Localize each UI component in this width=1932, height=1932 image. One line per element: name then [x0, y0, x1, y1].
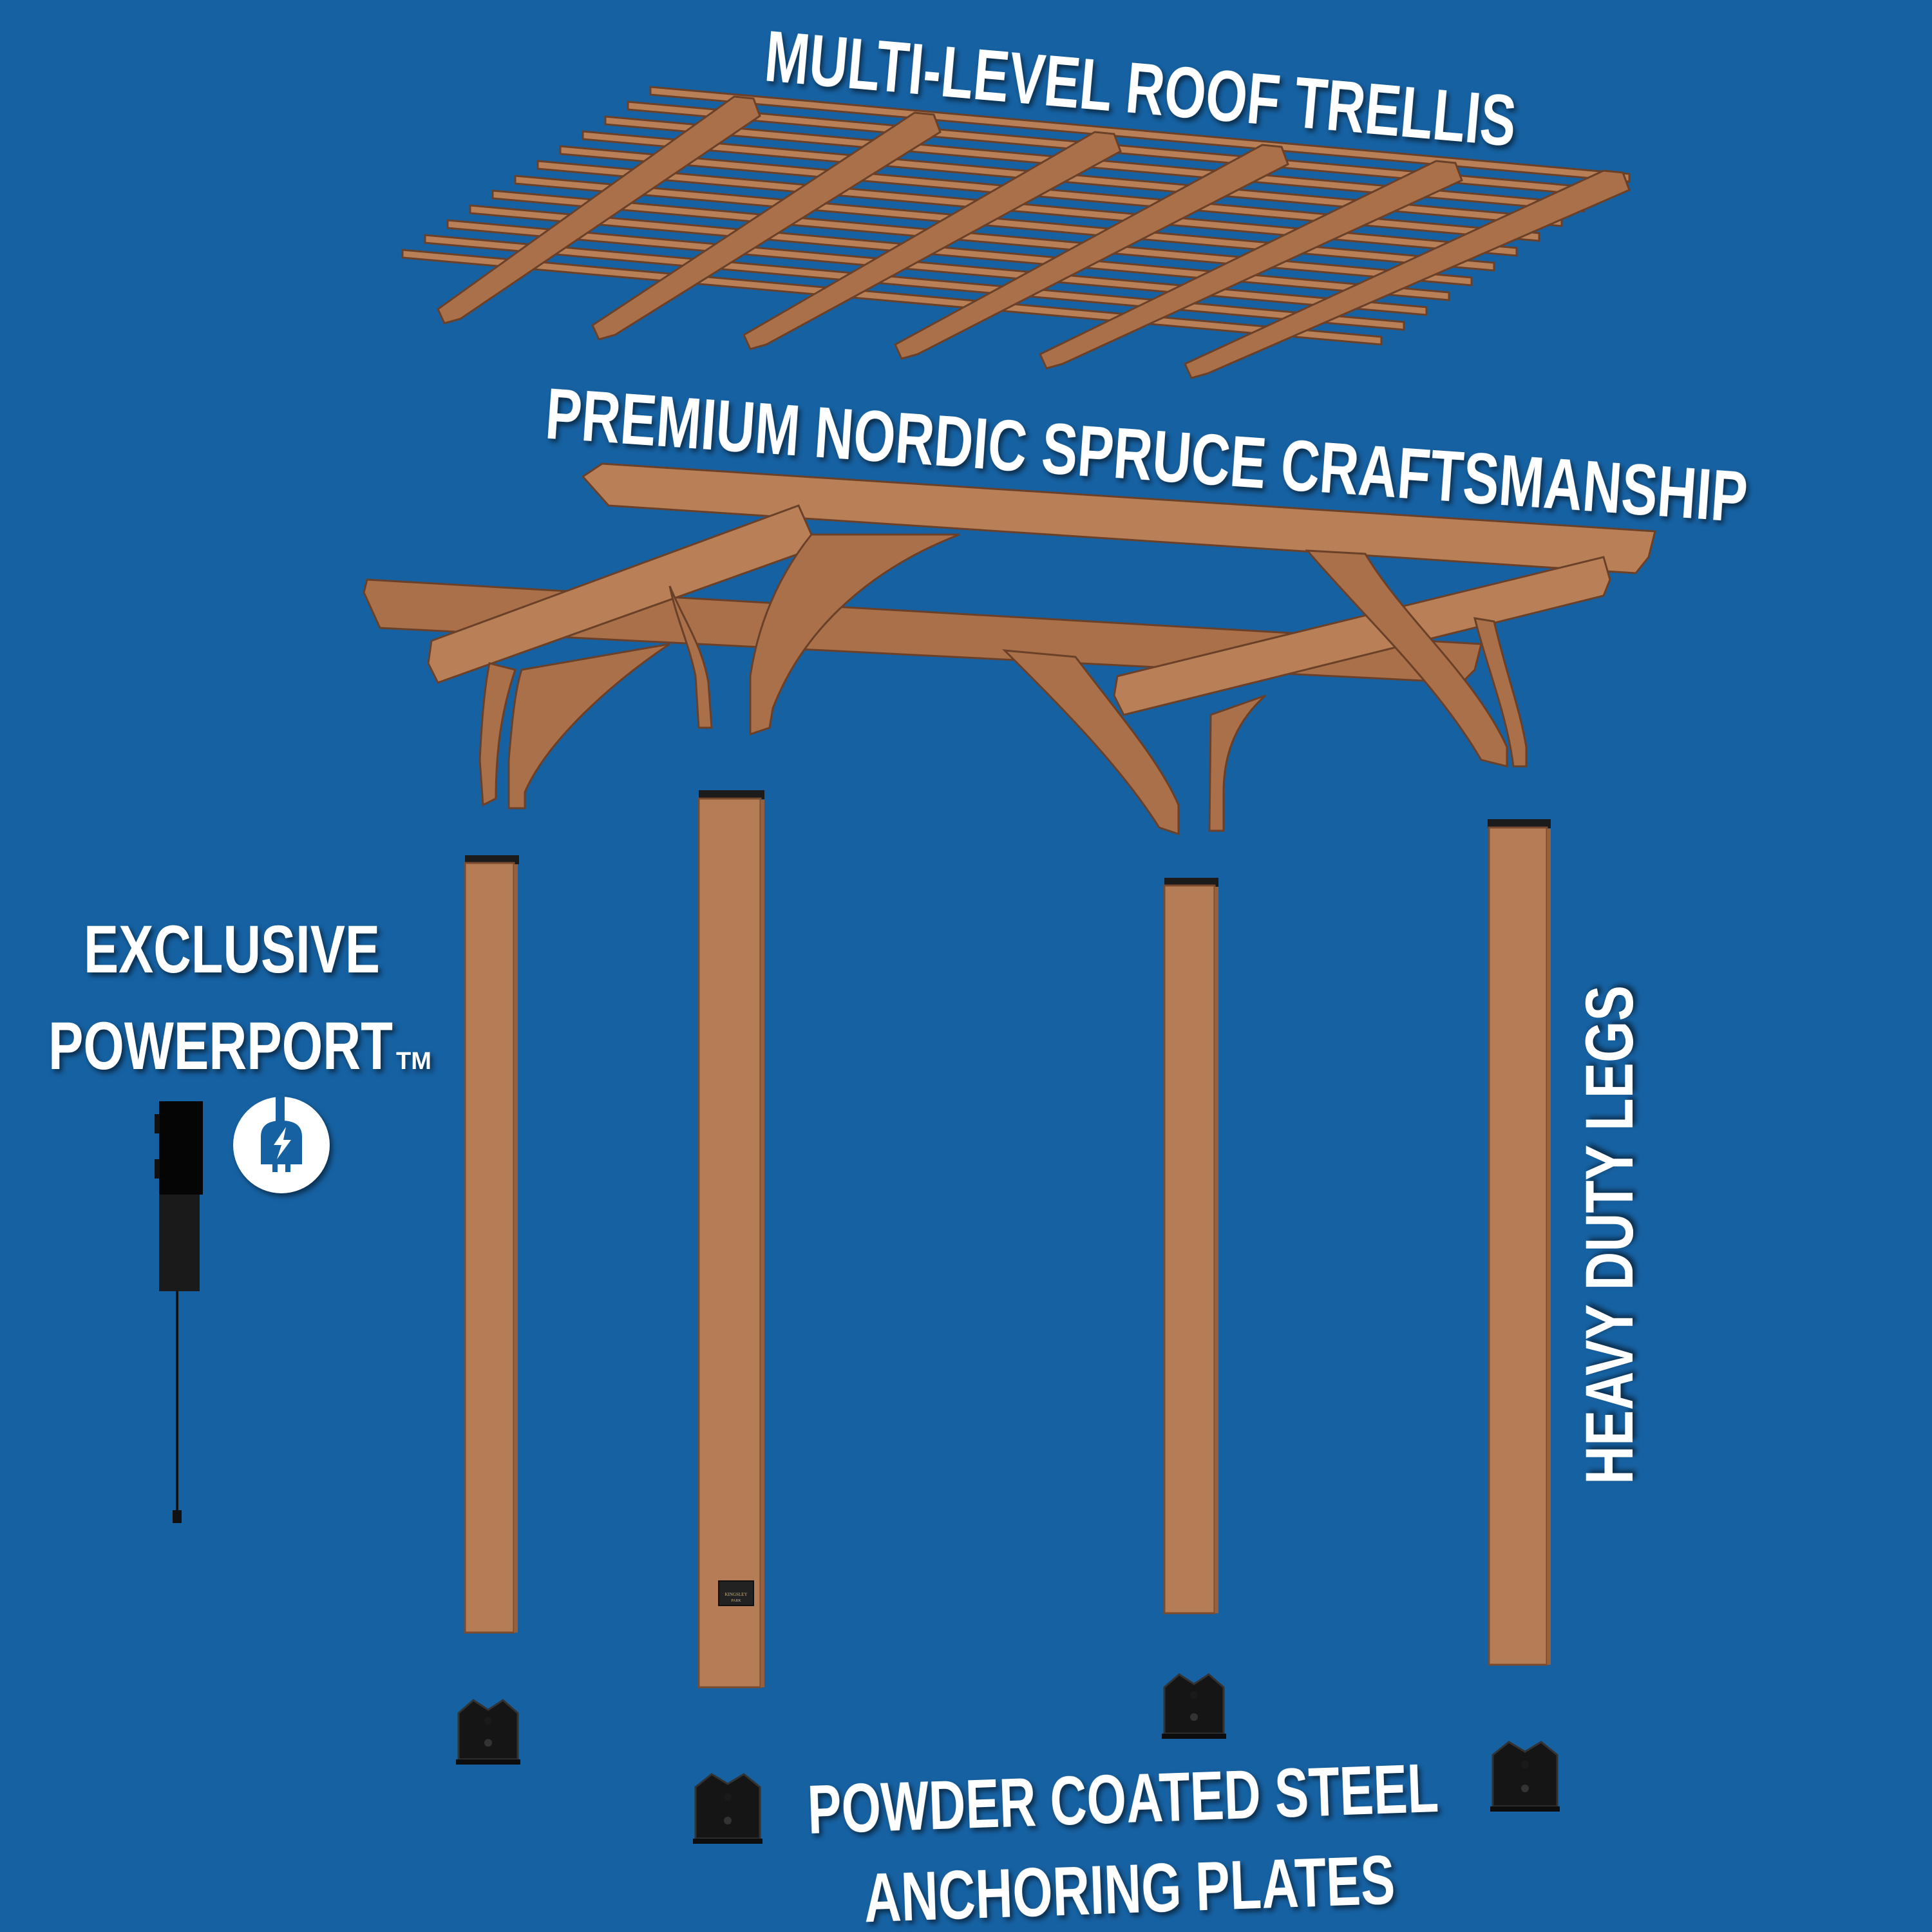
right-crossbeam [1113, 556, 1611, 716]
powerport-device [155, 1101, 203, 1523]
leg [1163, 878, 1218, 1615]
trellis-slat [536, 160, 1518, 257]
brace [1473, 617, 1528, 768]
rear-beam [581, 462, 1656, 574]
powerport-label: POWERPORT [48, 1009, 393, 1084]
brace [1208, 694, 1266, 832]
anchoring-plate [1490, 1741, 1560, 1812]
brace [749, 533, 960, 736]
beam-frame [363, 462, 1656, 836]
roof-trellis [401, 86, 1631, 379]
trellis-slat [514, 175, 1495, 272]
kingsley-park-plaque: KINGSLEY PARK [718, 1580, 754, 1606]
trellis-rafter [1184, 169, 1631, 379]
plates-label-line1: POWDER COATED STEEL [806, 1748, 1440, 1848]
trellis-rafter [437, 95, 761, 325]
plaque-text: PARK [731, 1599, 741, 1603]
anchoring-plate [1162, 1673, 1226, 1739]
trellis-rafter [743, 131, 1122, 350]
plaque-text: KINGSLEY [725, 1592, 748, 1597]
brace [1305, 549, 1508, 768]
trellis-rafter [1039, 160, 1463, 370]
anchoring-plate [456, 1699, 520, 1765]
trellis-slat [649, 86, 1631, 183]
brace [668, 585, 713, 729]
trademark-label: TM [396, 1048, 431, 1075]
brace [1002, 649, 1180, 836]
trellis-rafter [894, 144, 1289, 360]
power-plug-icon [233, 1095, 330, 1193]
legs-label: HEAVY DUTY LEGS [1572, 985, 1647, 1484]
leg: KINGSLEY PARK [697, 790, 764, 1689]
trellis-slat [559, 145, 1540, 242]
anchoring-plates [456, 1673, 1560, 1844]
plates-label-line2: ANCHORING PLATES [862, 1841, 1396, 1932]
leg [464, 855, 519, 1634]
brace [507, 643, 670, 810]
trellis-rafter [591, 111, 942, 341]
leg [1488, 819, 1551, 1666]
anchoring-plate [693, 1773, 762, 1844]
brace [478, 662, 516, 807]
exclusive-label: EXCLUSIVE [84, 912, 380, 987]
trellis-slat [491, 189, 1473, 287]
